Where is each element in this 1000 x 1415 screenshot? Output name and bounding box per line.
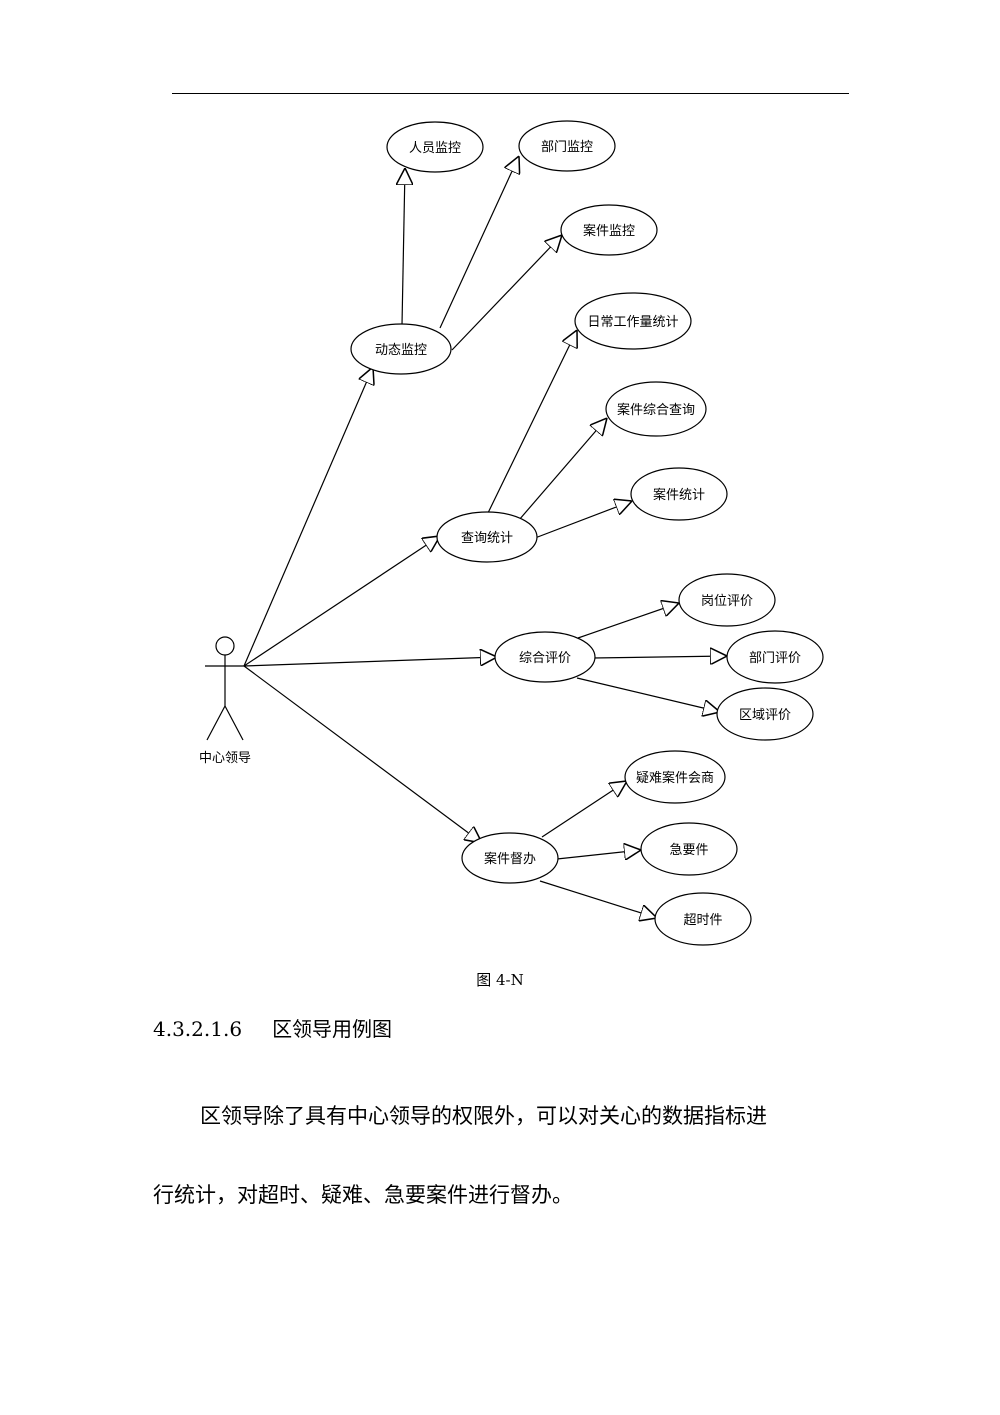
label-dept-eval: 部门评价 (749, 651, 801, 666)
use-case-diagram: 中心领导 动态监控 人员监控 部门监控 案件监控 查询统计 日常工作量统计 案件… (199, 120, 824, 946)
paragraph-line-2: 行统计，对超时、疑难、急要案件进行督办。 (153, 1183, 573, 1207)
label-urgent: 急要件 (669, 843, 708, 858)
label-supervise: 案件督办 (484, 852, 536, 867)
label-case-stats: 案件统计 (653, 488, 705, 503)
edge-supervise-hard (541, 781, 627, 838)
label-dept-monitor: 部门监控 (541, 140, 593, 155)
edge-dynamic-person (402, 168, 405, 326)
label-post-eval: 岗位评价 (701, 594, 753, 609)
label-overdue: 超时件 (683, 913, 722, 928)
edge-query-casequery (518, 418, 607, 521)
usecase-urgent (640, 822, 738, 876)
edge-eval-post (577, 603, 679, 639)
label-area-eval: 区域评价 (739, 708, 791, 723)
usecase-daily-workload (574, 292, 692, 350)
header-rule (172, 93, 849, 94)
usecase-case-stats (630, 467, 728, 521)
label-hard-case: 疑难案件会商 (636, 770, 714, 786)
usecase-hard-case (624, 750, 726, 804)
edge-query-casestats (534, 501, 632, 539)
actor-stick-figure (205, 636, 245, 741)
usecase-dynamic-monitor (350, 323, 452, 375)
usecase-overdue (654, 892, 752, 946)
usecase-area-eval (716, 687, 814, 741)
label-person-monitor: 人员监控 (409, 141, 461, 156)
edge-supervise-overdue (539, 880, 657, 918)
actor-label: 中心领导 (199, 751, 251, 766)
section-number: 4.3.2.1.6 (153, 1017, 243, 1041)
usecase-dept-eval (726, 630, 824, 684)
label-dynamic-monitor: 动态监控 (375, 343, 427, 358)
paragraph-line-1: 区领导除了具有中心领导的权限外，可以对关心的数据指标进 (200, 1104, 767, 1128)
label-case-monitor: 案件监控 (583, 224, 635, 239)
edge-supervise-urgent (556, 850, 641, 859)
usecase-person-monitor (386, 121, 484, 173)
usecase-post-eval (678, 573, 776, 627)
section-heading: 4.3.2.1.6 区领导用例图 (153, 1013, 392, 1042)
edge-eval-dept (592, 656, 727, 658)
edge-eval-area (576, 677, 720, 712)
label-query-stats: 查询统计 (461, 531, 513, 546)
usecase-case-monitor (560, 204, 658, 256)
edge-actor-supervise (243, 665, 482, 843)
edge-dynamic-dept (439, 156, 519, 329)
section-title: 区领导用例图 (272, 1017, 393, 1041)
label-daily-workload: 日常工作量统计 (587, 315, 678, 330)
edge-actor-eval (243, 657, 497, 667)
usecase-query-stats (436, 511, 538, 563)
figure-caption: 图 4-N (476, 971, 524, 989)
label-case-query: 案件综合查询 (617, 403, 695, 418)
usecase-supervise (461, 832, 559, 884)
usecase-dept-monitor (518, 120, 616, 172)
edge-actor-query-stats (243, 536, 440, 667)
usecase-eval (494, 631, 596, 683)
label-eval: 综合评价 (519, 651, 571, 666)
edge-actor-dynamic-monitor (243, 367, 373, 667)
edge-query-daily (486, 330, 577, 516)
edge-dynamic-case (451, 235, 562, 351)
usecase-case-query (605, 381, 707, 437)
